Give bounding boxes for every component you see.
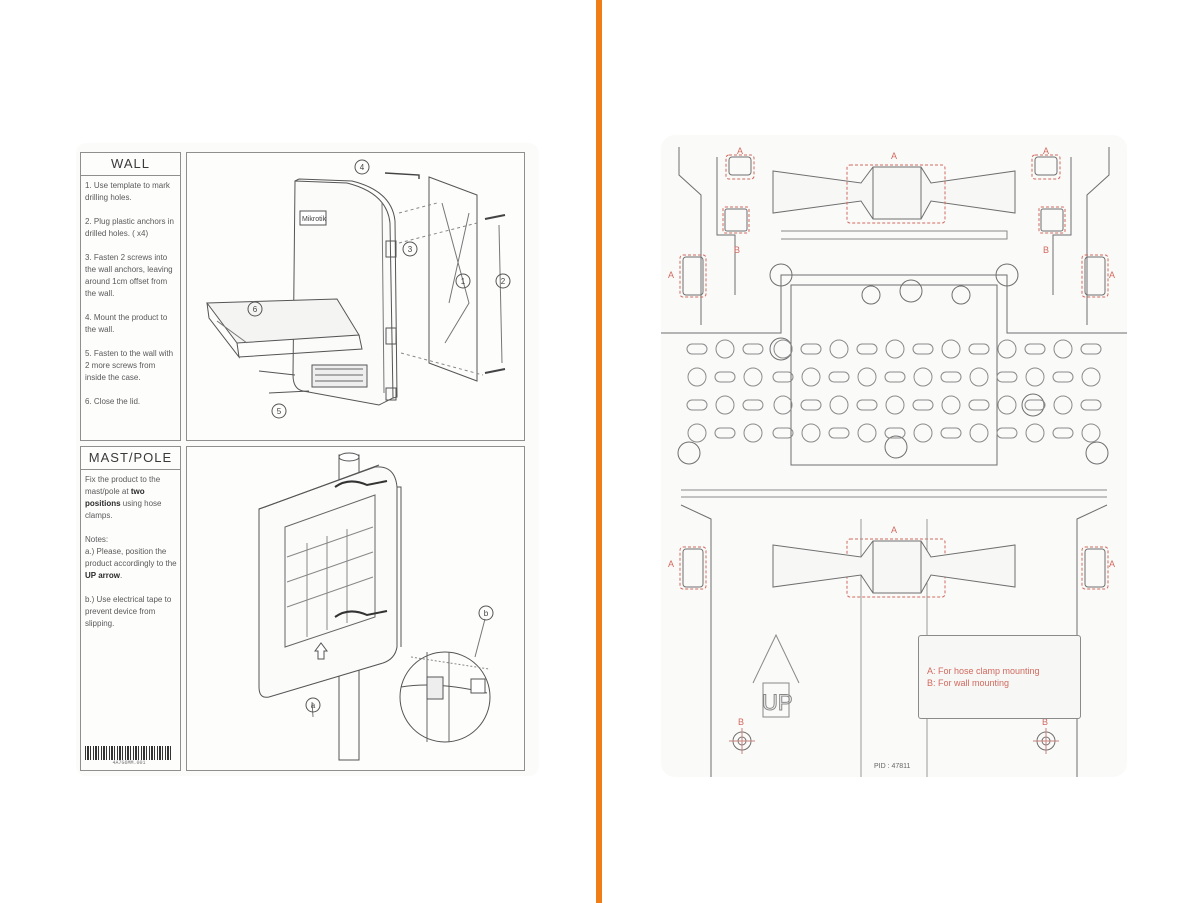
mast-intro: Fix the product to the mast/pole at two … <box>85 475 162 520</box>
wall-step-1: 1. Use template to mark drilling holes. <box>85 181 170 202</box>
page-divider <box>596 0 602 903</box>
wall-steps-panel: WALL 1. Use template to mark drilling ho… <box>80 152 181 441</box>
callout-1: 1 <box>461 277 466 286</box>
wall-step-6: 6. Close the lid. <box>85 397 141 406</box>
marker-a-mid-right: A <box>1109 559 1116 569</box>
barcode-text: 4A7G6MM.001 <box>112 760 146 766</box>
barcode <box>85 746 173 760</box>
pid-label: PID : 47811 <box>874 763 911 770</box>
callout-b: b <box>484 609 489 618</box>
marker-b-right: B <box>1043 245 1050 255</box>
callout-a: a <box>311 701 316 710</box>
marker-a-left: A <box>668 270 675 280</box>
wall-step-3: 3. Fasten 2 screws into the wall anchors… <box>85 253 173 298</box>
mast-steps-panel: MAST/POLE Fix the product to the mast/po… <box>80 446 181 771</box>
callout-2: 2 <box>501 277 506 286</box>
marker-b-bottom-left: B <box>738 717 745 727</box>
mast-title: MAST/POLE <box>81 447 180 470</box>
marker-a-top: A <box>891 151 898 161</box>
legend-box: A: For hose clamp mounting B: For wall m… <box>918 635 1081 719</box>
marker-a-right: A <box>1109 270 1116 280</box>
wall-step-5: 5. Fasten to the wall with 2 more screws… <box>85 349 174 382</box>
wall-mount-illustration: Mikrotik <box>186 152 525 441</box>
up-label: UP <box>762 690 793 715</box>
marker-a-top-left: A <box>737 146 744 156</box>
callout-6: 6 <box>253 305 258 314</box>
callout-5: 5 <box>277 407 282 416</box>
wall-step-2: 2. Plug plastic anchors in drilled holes… <box>85 217 174 238</box>
mast-notes: Notes: <box>85 535 109 544</box>
marker-a-mid: A <box>891 525 898 535</box>
wall-mount-drawing: Mikrotik <box>206 159 511 419</box>
mast-note-a: a.) Please, position the product accordi… <box>85 547 177 580</box>
callout-4: 4 <box>360 163 365 172</box>
legend-b: B: For wall mounting <box>927 678 1010 688</box>
marker-b-bottom-right: B <box>1042 717 1049 727</box>
marker-a-mid-left: A <box>668 559 675 569</box>
template-drawing: UP <box>661 147 1127 777</box>
svg-text:Mikrotik: Mikrotik <box>302 216 327 223</box>
wall-step-4: 4. Mount the product to the wall. <box>85 313 168 334</box>
marker-a-top-right: A <box>1043 146 1050 156</box>
mast-note-b: b.) Use electrical tape to prevent devic… <box>85 595 172 628</box>
mast-mount-illustration: a b <box>186 446 525 771</box>
wall-title: WALL <box>81 153 180 176</box>
mast-mount-drawing: a b <box>258 452 494 761</box>
drilling-template-page: UP A A A B B A A A A A B B A: For hose c… <box>661 135 1127 777</box>
marker-b-left: B <box>734 245 741 255</box>
callout-3: 3 <box>408 245 413 254</box>
legend-a: A: For hose clamp mounting <box>927 666 1040 676</box>
